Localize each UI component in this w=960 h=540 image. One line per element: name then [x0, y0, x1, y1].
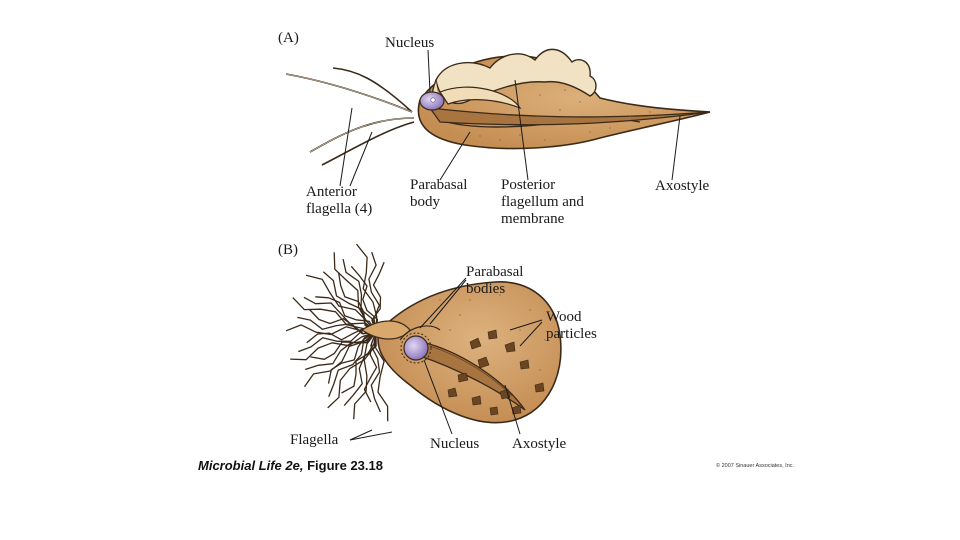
caption-book: Microbial Life 2e,	[198, 458, 304, 473]
cell-body-b	[377, 281, 562, 424]
parabasal-body	[439, 86, 522, 110]
label-parabasal-body: Parabasal body	[410, 177, 468, 210]
label-axostyle-a: Axostyle	[655, 178, 710, 194]
caption-figure: Figure 23.18	[307, 458, 383, 473]
flagellum-strand	[342, 258, 377, 333]
flagellum-strand	[303, 296, 377, 333]
label-axostyle-b: Axostyle	[512, 436, 567, 452]
axostyle-b	[419, 341, 526, 411]
flagellum-strand	[371, 262, 385, 333]
flagellum-strand	[328, 331, 377, 397]
label-nucleus-a: Nucleus	[385, 35, 435, 51]
flagellum-strand	[355, 243, 378, 333]
panel-a-cell	[285, 48, 711, 187]
copyright-notice: © 2007 Sinauer Associates, Inc.	[716, 463, 795, 469]
flagellum-strand	[337, 272, 377, 333]
panel-a-letter: (A)	[278, 30, 299, 46]
label-flagella: Flagella	[290, 432, 339, 448]
axostyle-a	[428, 107, 711, 126]
flagellum-strand	[327, 331, 377, 409]
wood-particles	[447, 329, 545, 416]
label-anterior-flagella: Anterior flagella (4)	[306, 184, 373, 217]
panel-b-cell	[285, 243, 562, 441]
anterior-flagella	[285, 67, 415, 166]
flagellum-strand	[290, 331, 377, 361]
flagellum-strand	[374, 331, 389, 422]
flagellum-strand	[327, 331, 377, 384]
flagellum-strand	[353, 331, 377, 420]
nucleus-b	[403, 335, 429, 361]
flagella-b	[285, 243, 389, 422]
flagellum-strand	[368, 251, 380, 333]
flagellum-strand	[343, 331, 377, 407]
flagellum-strand	[297, 316, 377, 335]
label-wood-particles: Wood particles	[546, 309, 597, 342]
flagellum-strand	[341, 331, 377, 394]
flagellum-strand	[322, 271, 377, 333]
panel-b-letter: (B)	[278, 242, 298, 258]
label-nucleus-b: Nucleus	[430, 436, 480, 452]
flagellum-strand	[370, 331, 381, 413]
figure-caption: Microbial Life 2e, Figure 23.18	[198, 458, 383, 473]
flagellum-strand	[315, 296, 377, 333]
flagellum-strand	[310, 331, 377, 360]
label-parabasal-bodies: Parabasal bodies	[466, 264, 524, 297]
label-posterior-flagellum: Posterior flagellum and membrane	[501, 177, 584, 227]
flagellum-strand	[303, 331, 377, 388]
flagellum-strand	[305, 331, 377, 371]
flagellum-strand	[292, 297, 377, 333]
flagellum-strand	[350, 265, 379, 333]
